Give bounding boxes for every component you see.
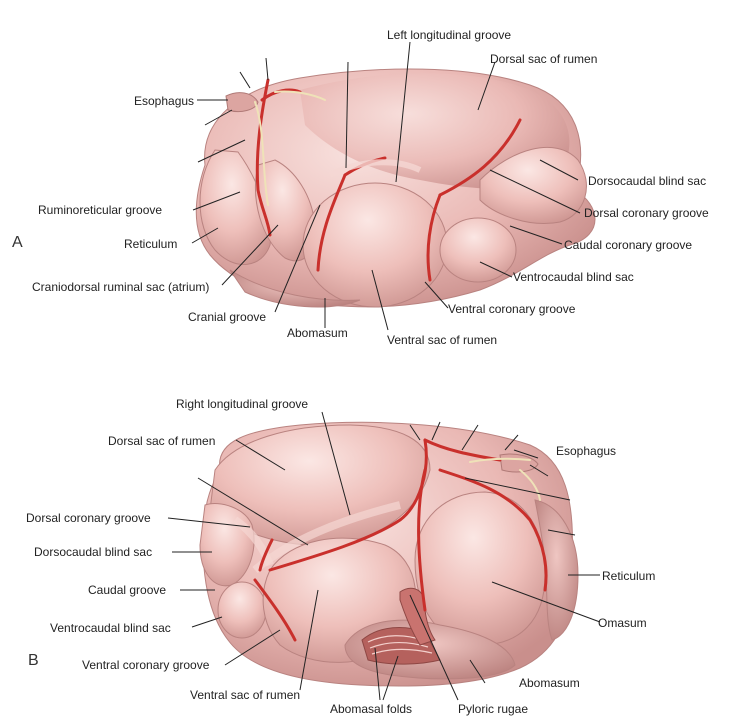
panel-a-dorsal-sac-shape [300, 73, 570, 189]
label-b-dorsal-sac: Dorsal sac of rumen [108, 434, 216, 448]
label-b-ventrocaudal-blind-sac: Ventrocaudal blind sac [50, 621, 171, 635]
label-left-longitudinal-groove: Left longitudinal groove [387, 28, 512, 42]
panel-b-illustration [199, 421, 579, 687]
panel-a-nerves [254, 90, 326, 206]
label-caudal-groove: Caudal groove [88, 583, 167, 597]
panel-a-dorsocaudal-sac-shape [479, 146, 587, 224]
label-a-esophagus: Esophagus [134, 94, 195, 108]
label-b-dorsocaudal-blind-sac: Dorsocaudal blind sac [34, 545, 153, 559]
label-b-ventral-sac: Ventral sac of rumen [190, 688, 301, 702]
label-caudal-coronary-groove: Caudal coronary groove [564, 238, 693, 252]
label-a-dorsal-sac: Dorsal sac of rumen [490, 52, 598, 66]
panel-a-illustration [195, 68, 596, 308]
label-a-ventral-sac: Ventral sac of rumen [387, 333, 498, 347]
label-a-ventral-coronary-groove: Ventral coronary groove [448, 302, 576, 316]
panel-b-letter: B [28, 652, 39, 669]
label-cranial-groove: Cranial groove [188, 310, 267, 324]
panel-a-abomasum-shape [229, 269, 361, 308]
panel-a-ventrocaudal-sac-shape [439, 217, 517, 283]
panel-b-coronary-groove-line [232, 516, 274, 567]
label-b-ventral-coronary-groove: Ventral coronary groove [82, 658, 210, 672]
label-omasum: Omasum [598, 616, 647, 630]
label-b-abomasum: Abomasum [519, 676, 580, 690]
label-craniodorsal-ruminal-sac: Craniodorsal ruminal sac (atrium) [32, 280, 210, 294]
label-b-esophagus: Esophagus [556, 444, 617, 458]
label-a-abomasum: Abomasum [287, 326, 348, 340]
panel-a-vessels [255, 78, 522, 282]
panel-b-leaders [167, 411, 601, 701]
label-a-dorsocaudal-blind-sac: Dorsocaudal blind sac [588, 174, 707, 188]
label-ruminoreticular-groove: Ruminoreticular groove [38, 203, 163, 217]
panel-a-esophagus-shape [225, 92, 259, 113]
panel-a-ventral-sac-shape [302, 182, 448, 308]
label-abomasal-folds: Abomasal folds [330, 702, 413, 716]
panel-b-ventrocaudal-sac-shape [217, 581, 267, 639]
label-a-reticulum: Reticulum [124, 237, 178, 251]
label-b-dorsal-coronary-groove: Dorsal coronary groove [26, 511, 151, 525]
label-b-reticulum: Reticulum [602, 569, 656, 583]
panel-b-nerves [469, 457, 541, 501]
panel-a-letter: A [12, 234, 23, 251]
label-a-ventrocaudal-blind-sac: Ventrocaudal blind sac [513, 270, 634, 284]
panel-a-longitudinal-groove-line [328, 159, 422, 178]
label-a-dorsal-coronary-groove: Dorsal coronary groove [584, 206, 709, 220]
panel-a-leaders [191, 41, 581, 331]
label-right-longitudinal-groove: Right longitudinal groove [176, 397, 309, 411]
label-pyloric-rugae: Pyloric rugae [458, 702, 529, 716]
